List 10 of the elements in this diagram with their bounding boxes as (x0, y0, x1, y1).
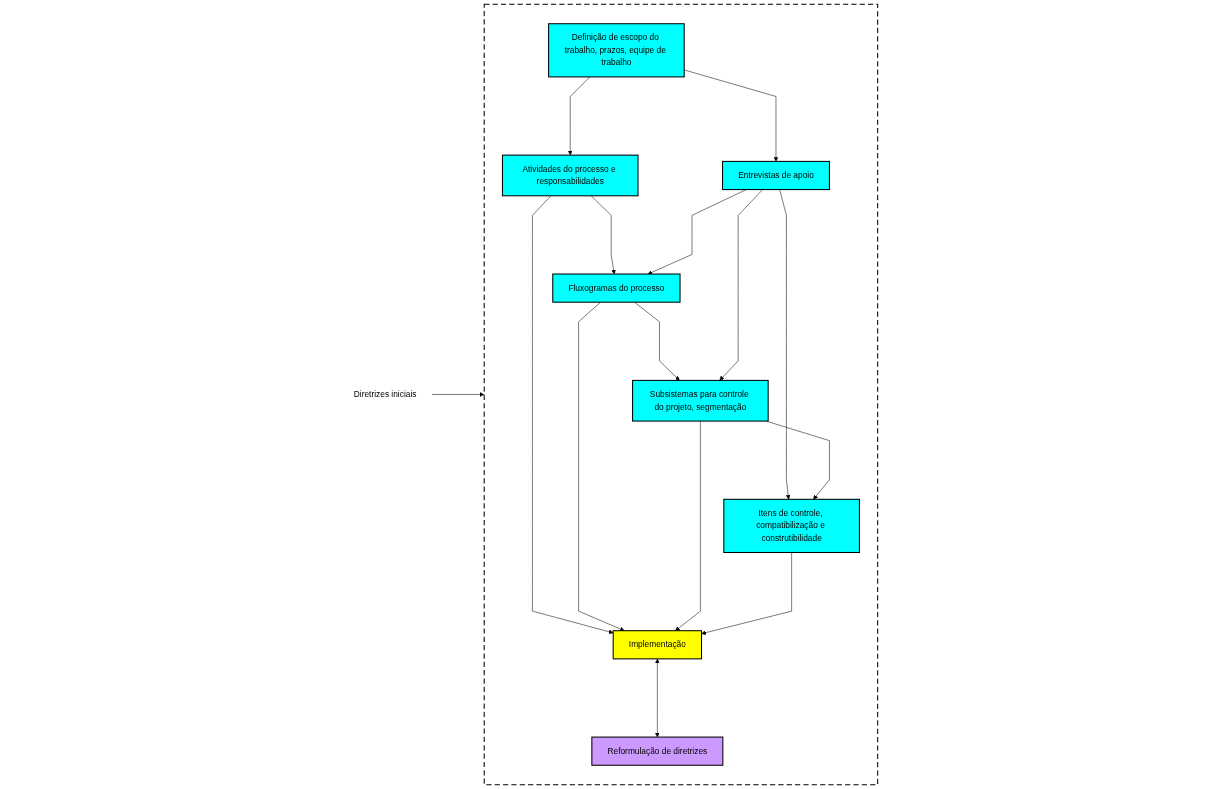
node-box: Definição de escopo do trabalho, prazos, equipe de trabalho (547, 23, 685, 78)
node-box: Reformulação de diretrizes (590, 736, 723, 766)
node-text: Diretrizes iniciais (353, 389, 416, 399)
node-box: Itens de controle, compatibilização e construtibilidade (722, 498, 860, 553)
node-box: Entrevistas de apoio (721, 160, 830, 191)
node-box: Atividades do processo e responsabilidades (501, 154, 639, 197)
node-box: Subsistemas para controle do projeto, segmentação (631, 379, 769, 422)
node-box: Implementação (612, 630, 702, 660)
node-box: Fluxogramas do processo (551, 273, 681, 303)
cluster (483, 3, 878, 786)
